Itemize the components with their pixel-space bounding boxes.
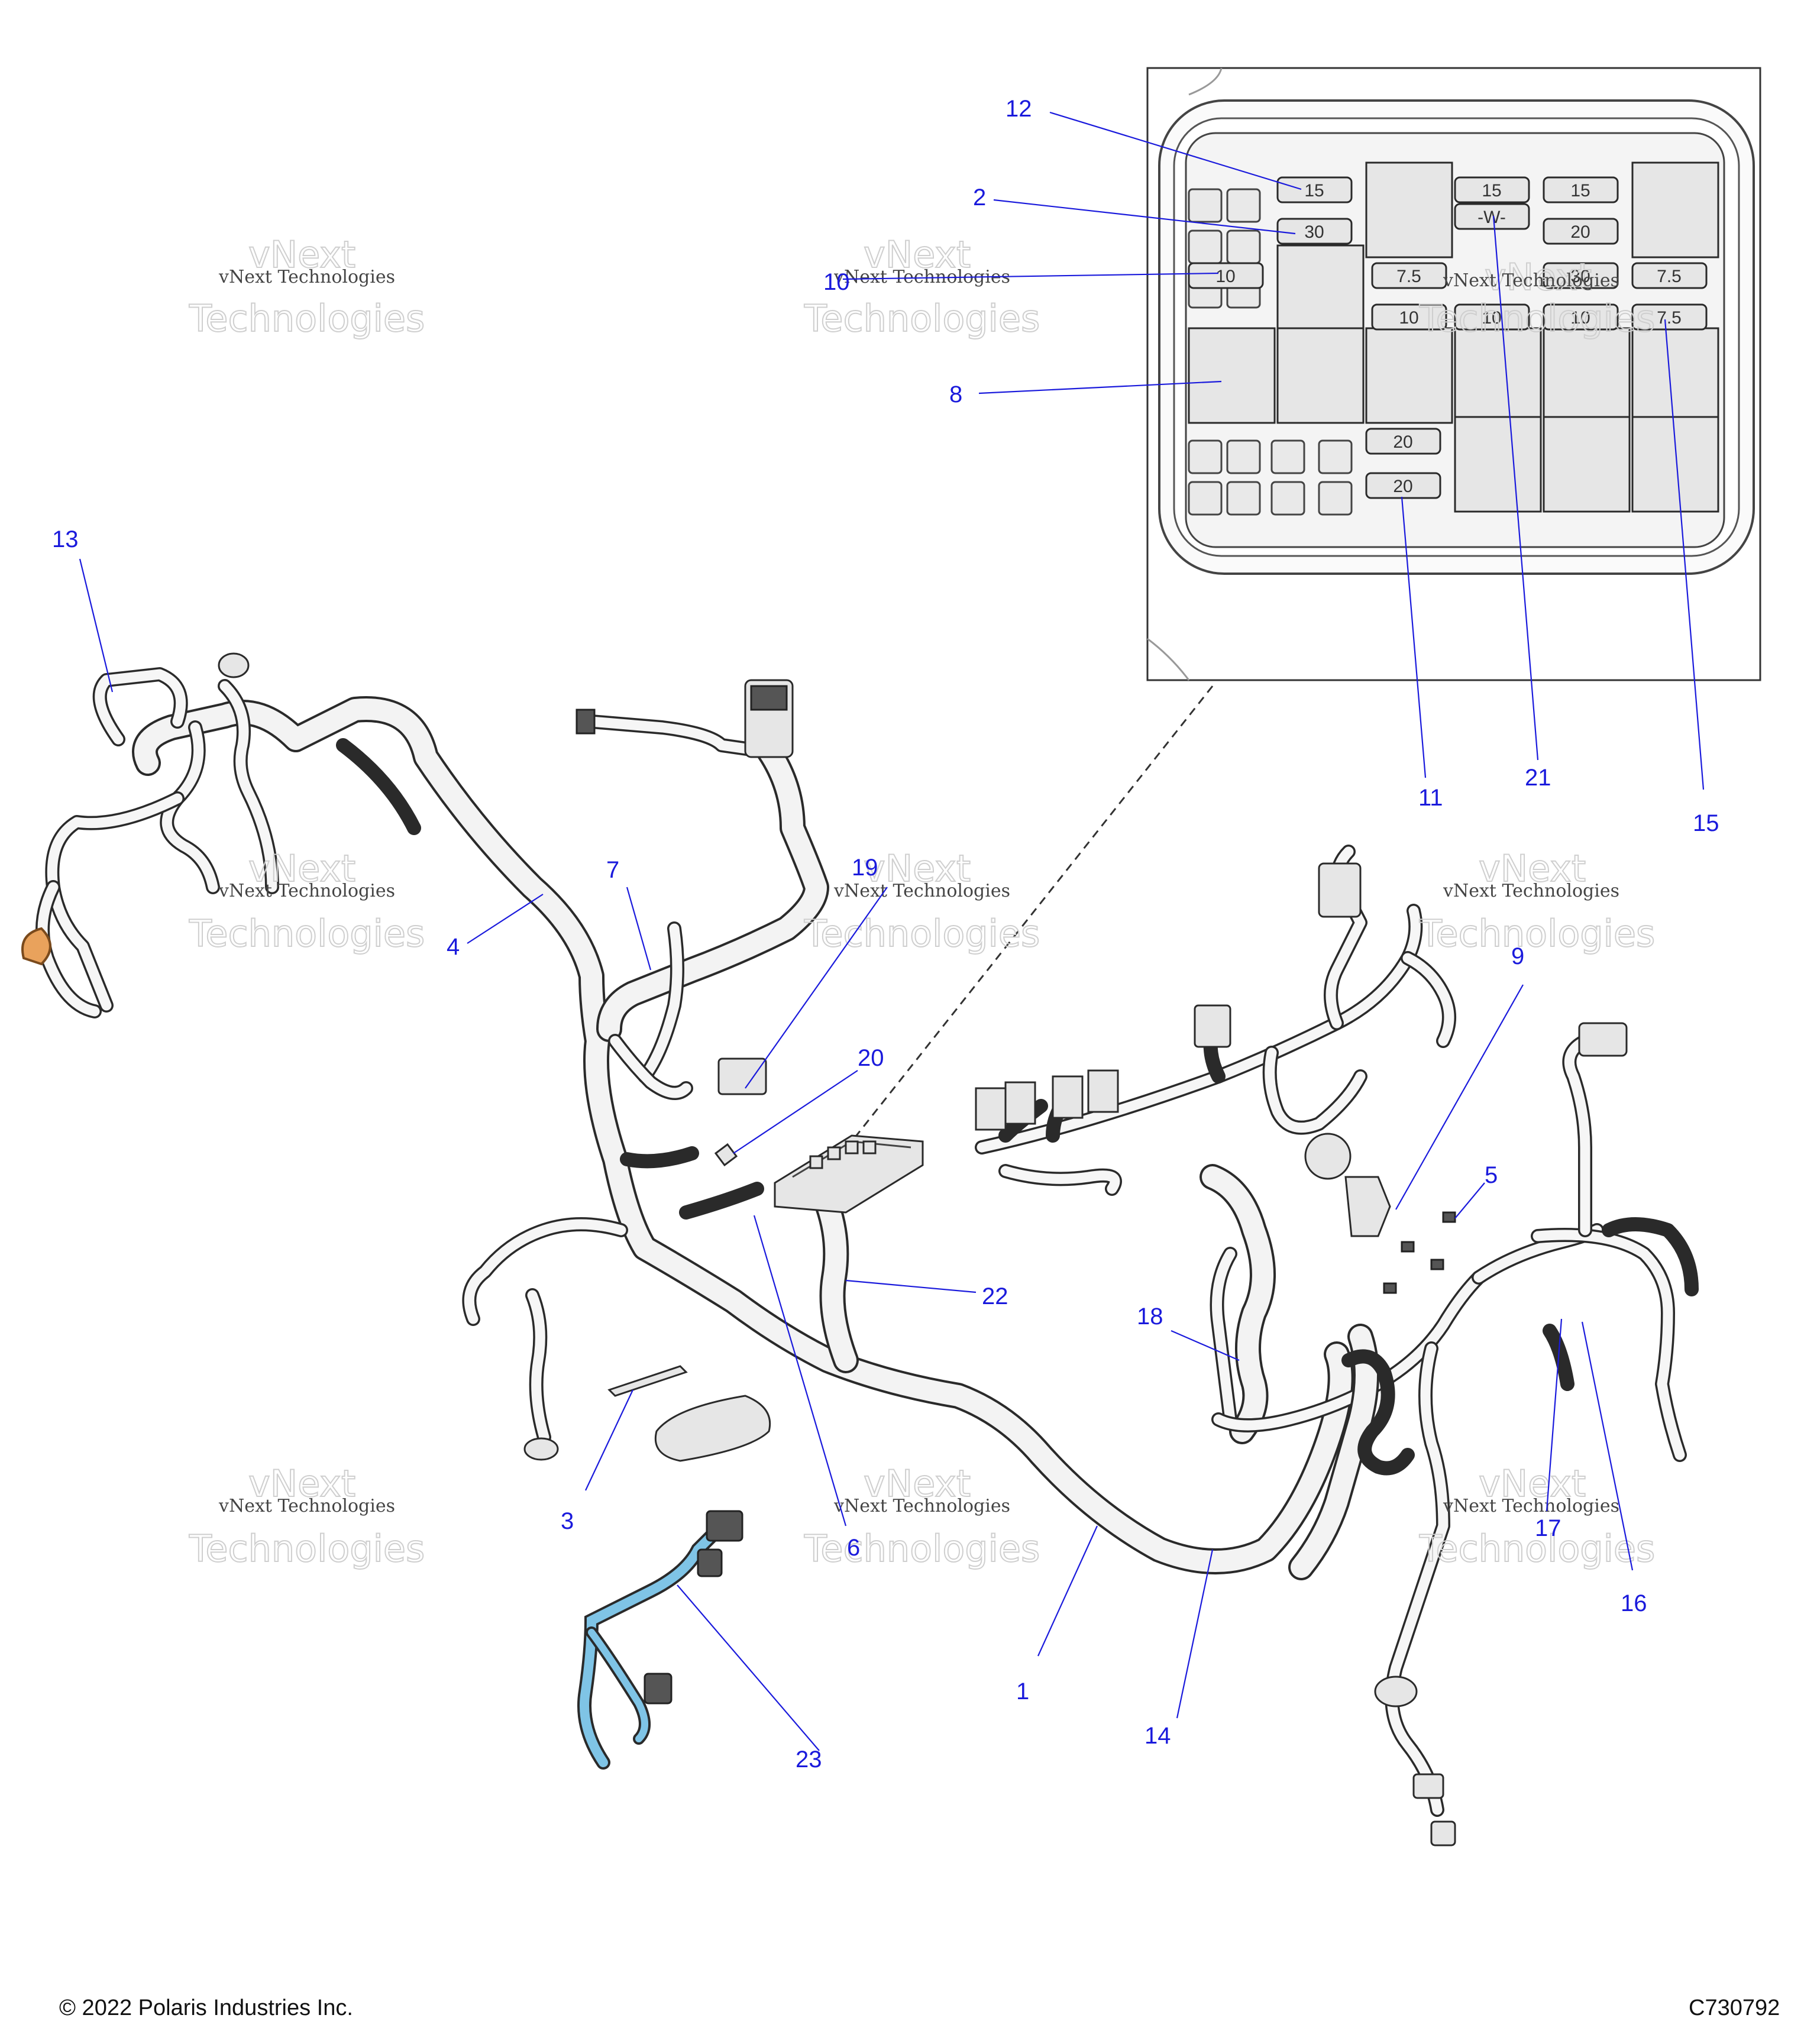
watermark-line2: vNext bbox=[1479, 1462, 1586, 1505]
watermark-line1: vNext Technologies bbox=[833, 881, 1010, 901]
callout-19: 19 bbox=[852, 855, 878, 881]
watermark-line2: vNext bbox=[864, 847, 971, 890]
callout-1: 1 bbox=[1016, 1678, 1029, 1705]
chassis-harness bbox=[21, 652, 1354, 1574]
callout-2: 2 bbox=[973, 185, 986, 211]
watermarks: vNext vNext Technologies Technologies vN… bbox=[188, 232, 1656, 1571]
fuse-20-part bbox=[714, 1143, 738, 1167]
callout-8: 8 bbox=[949, 381, 962, 407]
watermark-line2: vNext bbox=[248, 1462, 355, 1505]
callout-5: 5 bbox=[1485, 1162, 1498, 1188]
watermark-line3: Technologies bbox=[1419, 297, 1655, 340]
figure-id: C730792 bbox=[1689, 1996, 1780, 2020]
fuse-10: 10 bbox=[1399, 308, 1418, 328]
callout-12: 12 bbox=[1006, 96, 1032, 122]
callout-10: 10 bbox=[823, 269, 850, 295]
watermark-line3: Technologies bbox=[189, 1527, 425, 1570]
fuse-20: 20 bbox=[1570, 222, 1590, 242]
watermark-line1: vNext Technologies bbox=[1443, 881, 1619, 901]
watermark-line1: vNext Technologies bbox=[833, 1496, 1010, 1516]
watermark-line3: Technologies bbox=[189, 297, 425, 340]
harness-23 bbox=[577, 1510, 743, 1770]
callout-16: 16 bbox=[1621, 1590, 1647, 1616]
fuse-10: 10 bbox=[1215, 267, 1235, 286]
callout-9: 9 bbox=[1511, 943, 1524, 969]
frame-harness-right bbox=[975, 845, 1699, 1846]
label-3 bbox=[607, 1365, 688, 1397]
fuse-21-symbol: -W- bbox=[1477, 208, 1506, 227]
callout-17: 17 bbox=[1535, 1515, 1561, 1541]
callout-15: 15 bbox=[1693, 810, 1719, 836]
callout-14: 14 bbox=[1144, 1723, 1171, 1749]
callout-3: 3 bbox=[561, 1508, 574, 1534]
watermark-line1: vNext Technologies bbox=[1443, 270, 1619, 291]
watermark-line1: vNext Technologies bbox=[218, 881, 395, 901]
watermark-line3: Technologies bbox=[189, 912, 425, 955]
fuse-box-assembly bbox=[774, 1134, 924, 1214]
fuse-15: 15 bbox=[1482, 181, 1501, 200]
fuse-15: 15 bbox=[1304, 181, 1324, 200]
callout-11: 11 bbox=[1418, 785, 1443, 811]
fuse-20: 20 bbox=[1393, 432, 1412, 452]
watermark-line3: Technologies bbox=[804, 297, 1040, 340]
fuse-30: 30 bbox=[1304, 222, 1324, 242]
callout-21: 21 bbox=[1525, 765, 1551, 791]
fuse-7-5: 7.5 bbox=[1396, 267, 1421, 286]
watermark-line2: vNext bbox=[248, 233, 355, 276]
fuse-7-5: 7.5 bbox=[1657, 267, 1682, 286]
bracket-9 bbox=[1344, 1176, 1391, 1237]
fuse-10: 10 bbox=[1570, 308, 1590, 328]
watermark-line2: vNext bbox=[248, 847, 355, 890]
watermark-line2: vNext bbox=[1479, 847, 1586, 890]
callout-23: 23 bbox=[796, 1747, 822, 1773]
watermark-line1: vNext Technologies bbox=[218, 1496, 395, 1516]
labelled-fuses: 15 30 10 15 -W- 15 20 7.5 10 30 10 7.5 7… bbox=[1188, 176, 1708, 499]
callout-18: 18 bbox=[1137, 1304, 1163, 1330]
callout-22: 22 bbox=[982, 1283, 1008, 1309]
watermark-line1: vNext Technologies bbox=[218, 267, 395, 287]
watermark-line3: Technologies bbox=[804, 1527, 1040, 1570]
callout-6: 6 bbox=[847, 1535, 860, 1561]
copyright-text: © 2022 Polaris Industries Inc. bbox=[59, 1996, 353, 2020]
inset-link-line bbox=[851, 685, 1214, 1142]
screws-5 bbox=[1383, 1211, 1456, 1294]
fuse-15: 15 bbox=[1570, 181, 1590, 200]
callout-7: 7 bbox=[606, 857, 619, 883]
watermark-line3: Technologies bbox=[804, 912, 1040, 955]
empty-fuse-slots bbox=[1188, 188, 1353, 516]
watermark-line3: Technologies bbox=[1419, 1527, 1655, 1570]
cover bbox=[654, 1395, 771, 1462]
callout-4: 4 bbox=[447, 934, 460, 960]
relay-blocks bbox=[1188, 161, 1719, 513]
fuse-10: 10 bbox=[1482, 308, 1501, 328]
relay-19 bbox=[717, 1057, 767, 1095]
watermark-line1: vNext Technologies bbox=[1443, 1496, 1619, 1516]
callout-20: 20 bbox=[858, 1045, 884, 1071]
callout-13: 13 bbox=[52, 526, 79, 552]
watermark-line2: vNext bbox=[864, 1462, 971, 1505]
watermark-line2: vNext bbox=[864, 233, 971, 276]
callouts: 12 2 10 8 11 21 15 13 4 7 19 20 22 3 6 1… bbox=[52, 96, 1719, 1773]
fuse-20: 20 bbox=[1393, 477, 1412, 496]
fuse-box-inset: 15 30 10 15 -W- 15 20 7.5 10 30 10 7.5 7… bbox=[1146, 67, 1761, 681]
fuse-30: 30 bbox=[1570, 267, 1590, 286]
watermark-line2: vNext bbox=[1485, 256, 1592, 299]
watermark-line3: Technologies bbox=[1419, 912, 1655, 955]
fuse-7-5: 7.5 bbox=[1657, 308, 1682, 328]
